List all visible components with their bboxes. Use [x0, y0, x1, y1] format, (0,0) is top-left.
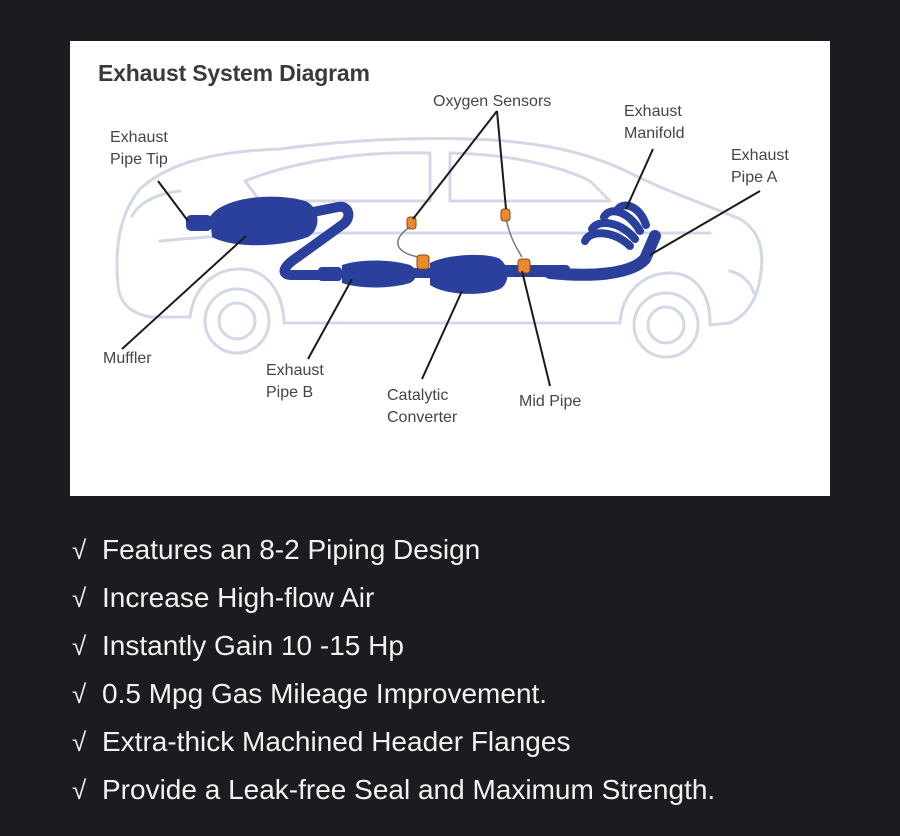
- label-exhaust-pipe-tip: Exhaust Pipe Tip: [110, 129, 168, 168]
- resonator-shape: [318, 267, 342, 281]
- exhaust-system: [186, 196, 661, 294]
- muffler-shape: [210, 196, 318, 246]
- exhaust-diagram-illustration: [115, 110, 764, 387]
- check-icon: √: [72, 679, 87, 709]
- car-outline: [115, 137, 764, 359]
- label-mid-pipe: Mid Pipe: [519, 393, 582, 410]
- diagram-title: Exhaust System Diagram: [98, 60, 370, 86]
- leader-lines: [121, 110, 761, 387]
- label-muffler: Muffler: [103, 350, 152, 367]
- check-icon: √: [72, 631, 87, 661]
- feature-item: √Extra-thick Machined Header Flanges: [72, 720, 715, 768]
- rear-pipe-shape: [279, 201, 354, 280]
- exhaust-pipe-b-shape: [342, 260, 416, 288]
- check-icon: √: [72, 727, 87, 757]
- feature-item: √0.5 Mpg Gas Mileage Improvement.: [72, 672, 715, 720]
- oxygen-sensor-shapes: [406, 208, 531, 274]
- label-oxygen-sensors: Oxygen Sensors: [433, 93, 552, 110]
- label-catalytic-converter: Catalytic Converter: [387, 387, 458, 426]
- label-exhaust-manifold: Exhaust Manifold: [624, 103, 685, 142]
- feature-list: √Features an 8-2 Piping Design √Increase…: [72, 528, 715, 816]
- exhaust-pipe-tip-shape: [186, 215, 212, 231]
- feature-item: √Instantly Gain 10 -15 Hp: [72, 624, 715, 672]
- check-icon: √: [72, 535, 87, 565]
- check-icon: √: [72, 583, 87, 613]
- feature-item: √Features an 8-2 Piping Design: [72, 528, 715, 576]
- exhaust-manifold-shape: [581, 201, 650, 250]
- label-exhaust-pipe-b: Exhaust Pipe B: [266, 362, 324, 401]
- exhaust-pipe-a-shape: [544, 230, 661, 281]
- label-exhaust-pipe-a: Exhaust Pipe A: [731, 147, 789, 186]
- feature-item: √Increase High-flow Air: [72, 576, 715, 624]
- diagram-panel: Exhaust System Diagram Exhaust Pipe Tip …: [70, 41, 830, 496]
- check-icon: √: [72, 775, 87, 805]
- feature-item: √Provide a Leak-free Seal and Maximum St…: [72, 768, 715, 816]
- catalytic-converter-shape: [430, 254, 508, 294]
